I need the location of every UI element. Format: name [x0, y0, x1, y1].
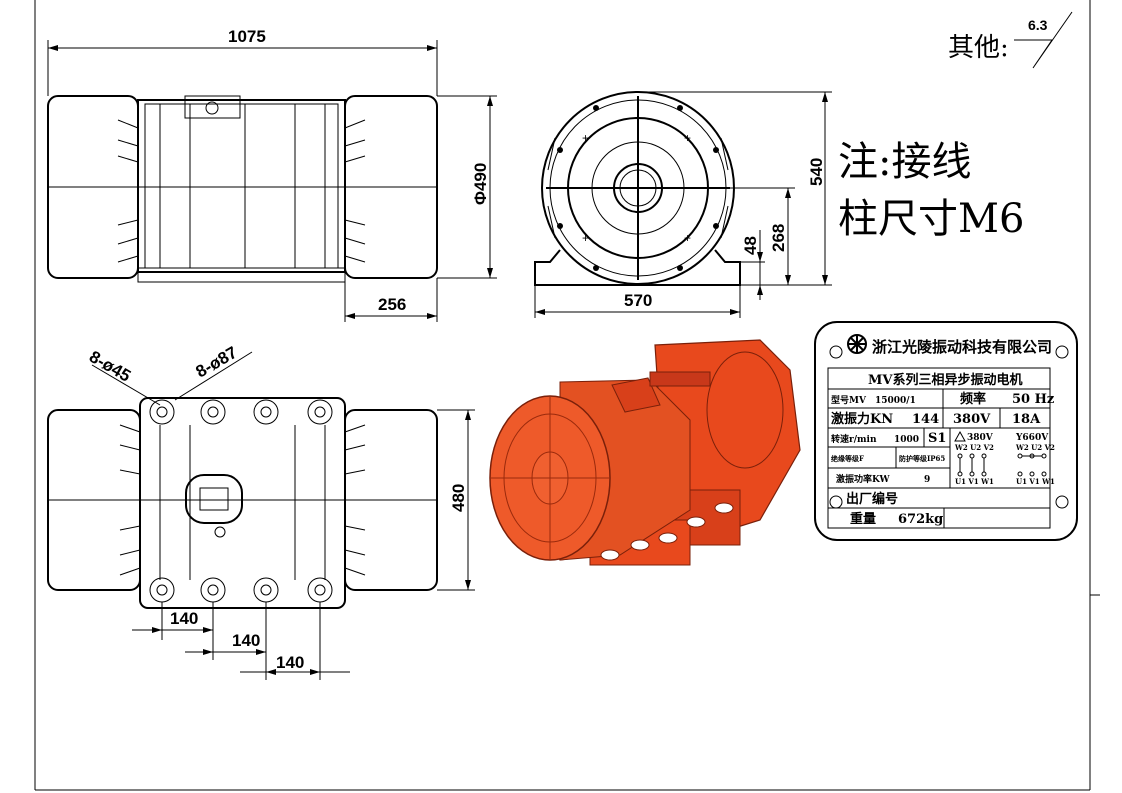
nameplate-power-value: 9 — [924, 475, 930, 485]
nameplate-duty: S1 — [928, 431, 946, 446]
dim-diameter: Φ490 — [471, 163, 490, 205]
dim-foot-height: 48 — [741, 236, 760, 255]
nameplate-company: 浙江光陵振动科技有限公司 — [872, 338, 1052, 356]
roughness-value: 6.3 — [1028, 17, 1048, 33]
side-view — [47, 95, 438, 283]
roughness-check-icon — [1014, 11, 1073, 69]
dim-base-width: 570 — [624, 291, 652, 310]
surface-roughness: 其他: 6.3 — [948, 11, 1073, 69]
svg-text:+: + — [684, 131, 691, 145]
svg-text:+: + — [582, 231, 589, 245]
nameplate-term-top-delta: W2 U2 V2 — [954, 443, 994, 452]
nameplate-weight-value: 672kg — [898, 512, 943, 527]
terminal-diagram-delta — [957, 453, 987, 477]
dim-pitch-1: 140 — [170, 609, 198, 628]
motor-render — [489, 339, 801, 566]
note-line-1: 注:接线 — [838, 139, 971, 185]
nameplate-power-label: 激振功率KW — [836, 473, 891, 485]
nameplate-term-bottom-star: U1 V1 W1 — [1016, 477, 1055, 486]
nameplate-star: Y660V — [1015, 433, 1049, 443]
svg-text:+: + — [684, 231, 691, 245]
svg-text:+: + — [582, 131, 589, 145]
nameplate-model-value: 15000/1 — [875, 396, 916, 406]
terminal-diagram-star — [1017, 453, 1047, 477]
nameplate-serial-label: 出厂编号 — [846, 491, 898, 507]
nameplate-protection: 防护等级IP65 — [899, 454, 945, 463]
dim-center-height: 268 — [769, 224, 788, 252]
nameplate-model-label: 型号MV — [831, 394, 867, 406]
nameplate-title: MV系列三相异步振动电机 — [868, 372, 1022, 388]
nameplate-insulation: 绝缘等级F — [831, 454, 864, 463]
company-logo-icon — [847, 334, 867, 354]
dim-hole-small: 8-ø45 — [86, 347, 134, 386]
nameplate: 浙江光陵振动科技有限公司 MV系列三相异步振动电机 型号MV 15000/1 频… — [814, 321, 1078, 541]
nameplate-speed-value: 1000 — [894, 435, 919, 445]
nameplate-weight-label: 重量 — [850, 511, 876, 527]
dim-total-height: 540 — [807, 158, 826, 186]
note-line-2: 柱尺寸M6 — [838, 196, 1024, 242]
dim-length: 1075 — [228, 27, 266, 46]
delta-icon — [954, 430, 966, 442]
nameplate-freq-label: 频率 — [960, 391, 986, 407]
top-view — [47, 397, 438, 609]
end-view: + + + + — [534, 91, 741, 286]
nameplate-force-value: 144 — [912, 412, 939, 427]
nameplate-current: 18A — [1012, 412, 1041, 427]
nameplate-speed-label: 转速r/min — [831, 433, 877, 445]
nameplate-voltage: 380V — [953, 412, 991, 427]
roughness-label: 其他: — [948, 33, 1009, 63]
nameplate-force-label: 激振力KN — [831, 411, 893, 427]
nameplate-delta: 380V — [967, 433, 994, 443]
nameplate-term-bottom-delta: U1 V1 W1 — [955, 477, 994, 486]
dim-pitch-2: 140 — [232, 631, 260, 650]
dim-end-offset: 256 — [378, 295, 406, 314]
dim-pitch-3: 140 — [276, 653, 304, 672]
dim-width-480: 480 — [449, 484, 468, 512]
nameplate-term-top-star: W2 U2 V2 — [1015, 443, 1055, 452]
dim-hole-large: 8-ø87 — [193, 343, 241, 382]
nameplate-freq-value: 50 Hz — [1012, 392, 1054, 407]
